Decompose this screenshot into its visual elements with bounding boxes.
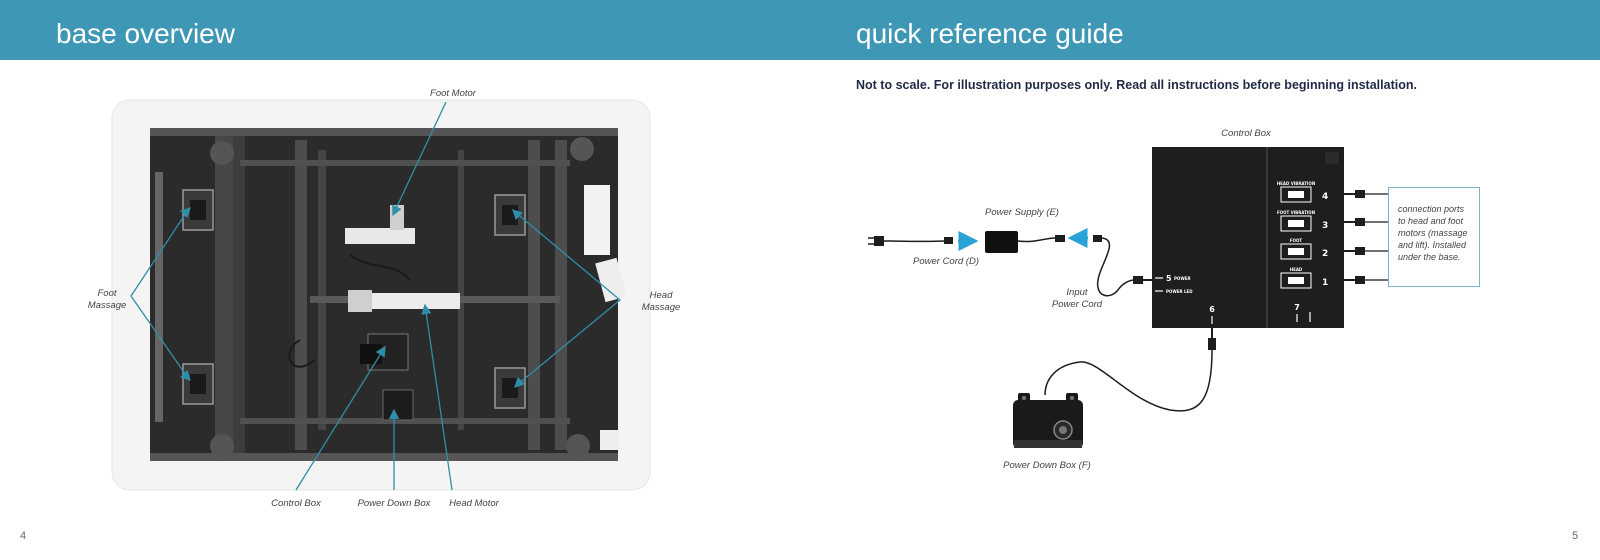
label-power-cord: Power Cord (D) — [913, 256, 979, 267]
power-down-box-f — [1013, 328, 1216, 448]
label-foot-motor: Foot Motor — [430, 88, 476, 99]
connection-ports-callout: connection ports to head and foot motors… — [1388, 187, 1480, 287]
power-cord-d — [868, 231, 979, 251]
left-page-title: base overview — [56, 18, 235, 49]
label-head-motor: Head Motor — [449, 498, 499, 509]
label-head-massage: Head Massage — [641, 290, 681, 313]
label-control-box-left: Control Box — [271, 498, 321, 509]
page-number-left: 4 — [20, 530, 27, 542]
port-label-foot-vibration: FOOT VIBRATION — [1277, 210, 1315, 215]
leader-foot-massage — [130, 209, 189, 379]
port-label-foot: FOOT — [1290, 238, 1303, 243]
port-number-2: 2 — [1322, 249, 1328, 259]
leader-control-box — [295, 345, 386, 491]
port-label-head-vibration: HEAD VIBRATION — [1277, 181, 1315, 186]
header-bar: base overview quick reference guide — [0, 0, 1600, 60]
power-supply-e — [985, 228, 1152, 297]
port-number-6: 6 — [1209, 305, 1215, 314]
label-power-down-box-right: Power Down Box (F) — [1003, 460, 1091, 471]
label-foot-massage: Foot Massage — [87, 288, 127, 311]
disclaimer-note: Not to scale. For illustration purposes … — [856, 78, 1417, 92]
label-power-down-box-left: Power Down Box — [357, 498, 431, 509]
base-photo — [111, 99, 651, 491]
port-label-head: HEAD — [1290, 267, 1303, 272]
port-number-1: 1 — [1322, 278, 1328, 288]
label-control-box-right: Control Box — [1221, 128, 1271, 139]
port-number-4: 4 — [1322, 192, 1328, 202]
control-box-diagram — [1152, 147, 1344, 328]
leader-head-massage — [514, 211, 622, 386]
leader-head-motor — [421, 303, 453, 491]
page-number-right: 5 — [1572, 530, 1579, 542]
port-number-7: 7 — [1294, 303, 1300, 312]
label-power-supply: Power Supply (E) — [985, 207, 1059, 218]
port-label-power: POWER — [1174, 276, 1191, 281]
label-input-power-cord: Input Power Cord — [1051, 287, 1103, 310]
port-boxes — [1280, 186, 1312, 289]
leader-foot-motor — [392, 101, 447, 217]
right-page-title: quick reference guide — [856, 18, 1124, 49]
port-number-3: 3 — [1322, 221, 1328, 231]
motor-connectors — [1344, 190, 1388, 284]
port-label-power-led: POWER LED — [1166, 289, 1193, 294]
port-number-5: 5 — [1166, 274, 1172, 283]
